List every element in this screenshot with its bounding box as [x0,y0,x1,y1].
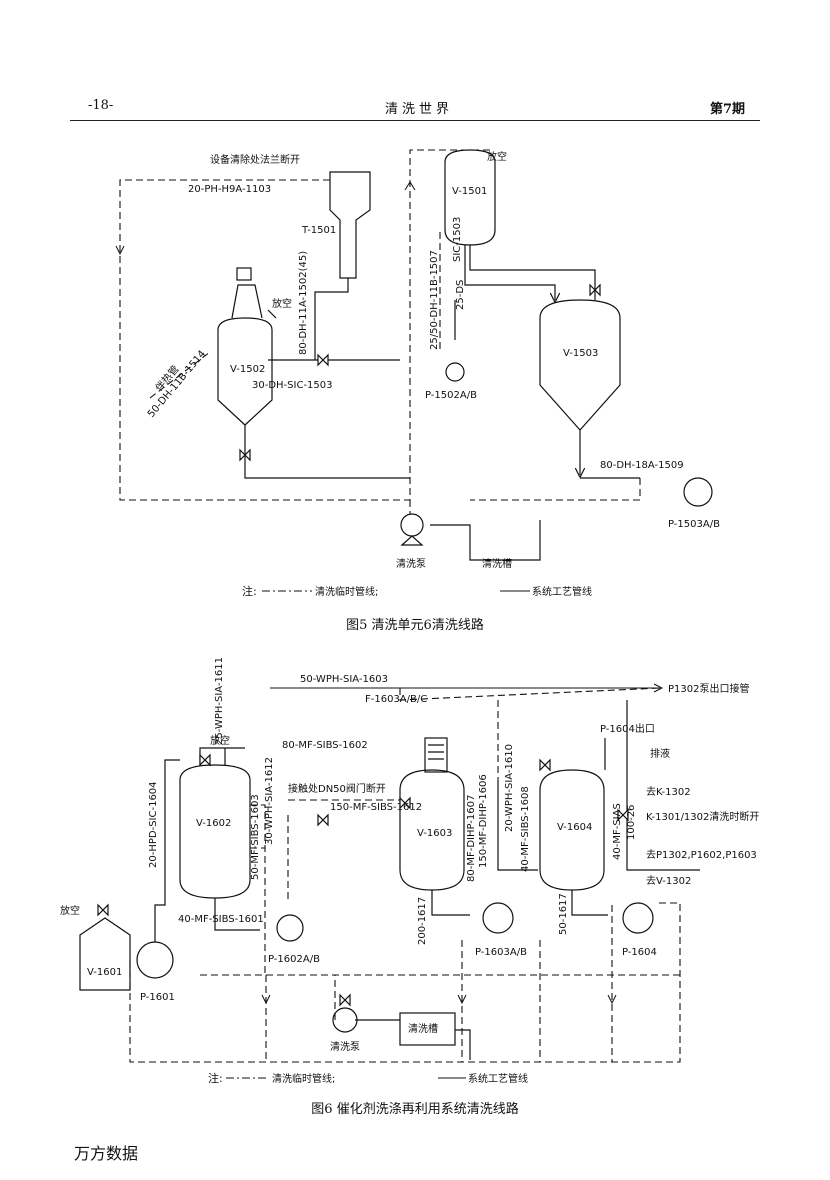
fig5-note-prefix: 注: [242,584,257,598]
label-p1602: P-1602A/B [268,954,320,965]
label-line-1608: 40-MF-SIBS-1608 [520,786,531,872]
label-v1603: V-1603 [417,828,452,839]
label-line-1507: 25/50-DH-11B-1507 [429,250,440,350]
label-line-1610: 20-WPH-SIA-1610 [504,744,515,832]
issue-number: 第7期 [710,102,746,117]
v1503-vessel [539,299,621,431]
figure-5 [217,149,713,561]
fig5-legend-sys: 系统工艺管线 [532,585,592,598]
label-line-1604: 20-HPD-SIC-1604 [148,781,159,868]
label-p1601: P-1601 [140,992,175,1003]
t1501-column [329,171,371,279]
label-v1503: V-1503 [563,348,598,359]
label-v1501: V-1501 [452,186,487,197]
label-line-1607: 80-MF-DIHP-1607 [466,795,477,882]
label-v1604: V-1604 [557,822,592,833]
label-to-p1302: P1302泵出口接管 [668,682,749,695]
label-v1601: V-1601 [87,967,122,978]
v1502-top [231,284,263,319]
label-v1602: V-1602 [196,818,231,829]
label-line-sias: 40-MF-SIAS [612,803,623,860]
label-drain: 排液 [650,747,670,760]
v1501-vessel [444,149,496,246]
label-tank: 清洗槽 [482,557,512,570]
label-vent-2: 放空 [60,904,80,917]
label-line-1617b: 50-1617 [558,893,569,935]
motor-box [236,267,252,281]
label-line-h9a: 20-PH-H9A-1103 [188,184,271,195]
label-f1603: F-1603A/B/C [365,694,427,705]
label-line-1603b: 50-MF-SIBS-1603 [250,794,261,880]
label-tank6: 清洗槽 [408,1022,438,1035]
label-line-1602: 80-MF-SIBS-1602 [282,740,368,751]
figure-6 [79,700,700,1060]
footer-watermark: 万方数据 [74,1144,139,1163]
label-line-1612a: 30-WPH-SIA-1612 [264,757,275,845]
label-v1502: V-1502 [230,364,265,375]
journal-title: 清洗世界 [385,102,454,117]
label-k1302b: 去V-1302 [646,875,691,887]
label-line-1612: 150-MF-SIBS-1612 [330,802,422,813]
label-vent-1: 放空 [272,297,292,310]
label-line-1509: 80-DH-18A-1509 [600,460,684,471]
label-p1604: P-1604 [622,947,657,958]
label-vent-2: 放空 [487,150,507,163]
fig6-legend-sys: 系统工艺管线 [468,1072,528,1085]
label-line-1606: 150-MF-DIHP-1606 [478,774,489,868]
label-flange-note: 设备清除处法兰断开 [210,153,300,166]
label-line-1601: 40-MF-SIBS-1601 [178,914,264,925]
label-dn50: 接触处DN50阀门断开 [288,782,386,795]
fig6-legend-temp: 清洗临时管线; [272,1072,335,1085]
fig6-note-prefix: 注: [208,1071,223,1085]
label-line-1611: 25-WPH-SIA-1611 [214,657,225,745]
label-sic1503: SIC-1503 [452,217,463,262]
v1502-vessel [217,317,273,426]
label-line-25: 25-DS [455,280,466,310]
label-vent-1: 放空 [210,734,230,747]
label-p1603: P-1603A/B [475,947,527,958]
page-number: -18- [88,98,114,113]
label-t1501: T-1501 [301,225,336,236]
label-k-break: K-1301/1302清洗时断开 [646,810,759,823]
label-to-p: 去P1302,P1602,P1603 [646,849,757,861]
label-p1604-out: P-1604出口 [600,722,655,735]
label-line-1502: 80-DH-11A-1502(45) [298,251,309,355]
header-rule [70,120,760,121]
label-p1503: P-1503A/B [668,519,720,530]
label-line-ka: 100-26 [626,805,637,840]
label-p1502: P-1502A/B [425,390,477,401]
fig6-caption: 图6 催化剂洗涤再利用系统清洗线路 [311,1102,519,1117]
fig5-caption: 图5 清洗单元6清洗线路 [346,618,484,633]
label-k1302a: 去K-1302 [646,786,691,798]
label-pump6: 清洗泵 [330,1040,360,1053]
label-pump: 清洗泵 [396,557,426,570]
label-line-1603: 50-WPH-SIA-1603 [300,674,388,685]
label-line-1503s: 30-DH-SIC-1503 [252,380,333,391]
label-line-1617: 200-1617 [417,897,428,945]
fig5-legend-temp: 清洗临时管线; [315,585,378,598]
